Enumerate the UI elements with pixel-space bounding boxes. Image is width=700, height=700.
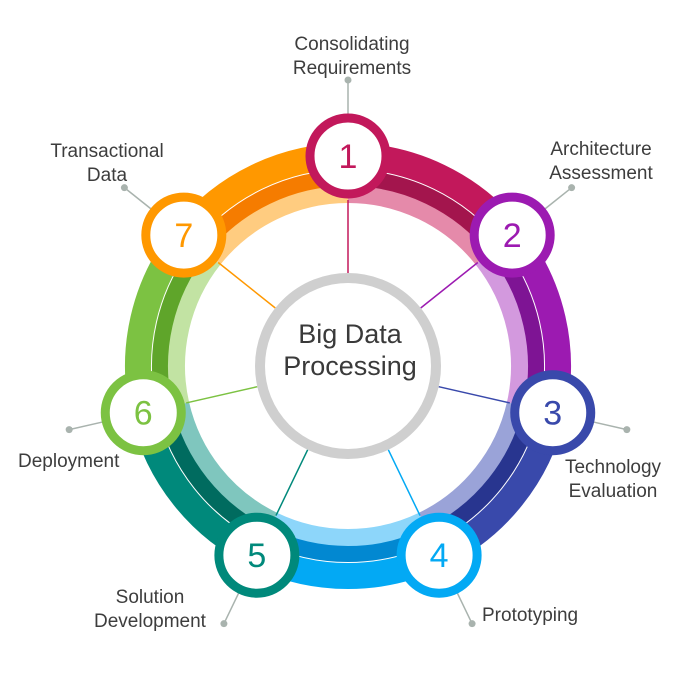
step-7-label: Transactional Data <box>34 140 180 188</box>
center-title: Big Data Processing <box>252 318 448 382</box>
step-node-7-circle <box>141 192 227 278</box>
pointer-dot-2 <box>568 184 576 192</box>
pointer-dot-6 <box>65 426 73 434</box>
step-2-label-line-1: Architecture <box>550 139 652 160</box>
step-node-3: 3 <box>510 370 596 456</box>
arc-light-5 <box>171 402 278 530</box>
arc-light-4 <box>269 512 427 547</box>
step-node-2: 2 <box>469 192 555 278</box>
step-7-label-line-2: Data <box>86 165 128 186</box>
step-node-7-number: 7 <box>174 217 193 255</box>
step-node-5-number: 5 <box>247 537 266 575</box>
pointer-dot-5 <box>220 620 228 628</box>
pointer-dot-1 <box>344 76 352 84</box>
step-node-3-number: 3 <box>543 395 562 433</box>
step-node-2-number: 2 <box>503 217 522 255</box>
pointer-line-2 <box>544 187 573 210</box>
step-node-1-number: 1 <box>339 138 358 176</box>
spoke-5 <box>275 449 309 516</box>
arc-light-1 <box>347 185 490 265</box>
step-node-5: 5 <box>214 512 300 598</box>
step-5-label-line-1: Solution <box>115 587 185 608</box>
arc-light-7 <box>206 185 349 265</box>
step-2-label: Architecture Assessment <box>533 138 669 186</box>
step-1-label: Consolidating Requirements <box>282 33 422 81</box>
step-node-3-circle <box>510 370 596 456</box>
step-node-4-circle <box>396 512 482 598</box>
step-node-1-circle <box>305 113 391 199</box>
center-title-line-2: Processing <box>283 351 417 381</box>
spoke-7 <box>217 261 276 309</box>
spokes <box>185 200 511 516</box>
pointer-dot-7 <box>120 184 128 192</box>
step-6-label: Deployment <box>18 450 119 474</box>
step-node-7: 7 <box>141 192 227 278</box>
pointer-line-7 <box>123 187 152 210</box>
pointer-line-5 <box>223 592 240 625</box>
pointer-line-6 <box>69 421 103 431</box>
pointer-dot-4 <box>468 620 476 628</box>
step-nodes: 1 2 3 4 5 6 7 <box>100 113 596 598</box>
pointer-dot-3 <box>623 426 631 434</box>
step-node-6-circle <box>100 370 186 456</box>
arc-light-2 <box>475 253 529 407</box>
step-3-label-line-2: Evaluation <box>568 481 658 502</box>
step-5-label: Solution Development <box>82 586 218 634</box>
step-1-label-line-1: Consolidating <box>294 34 410 55</box>
spoke-3 <box>438 385 511 404</box>
step-node-1: 1 <box>305 113 391 199</box>
step-node-4: 4 <box>396 512 482 598</box>
arc-light-3 <box>418 402 525 530</box>
step-1-label-line-2: Requirements <box>292 58 412 79</box>
center-title-line-1: Big Data <box>298 319 402 349</box>
step-node-4-number: 4 <box>430 537 449 575</box>
step-node-2-circle <box>469 192 555 278</box>
step-5-label-line-2: Development <box>94 611 206 632</box>
step-node-5-circle <box>214 512 300 598</box>
step-node-6: 6 <box>100 370 186 456</box>
step-7-label-line-1: Transactional <box>50 141 164 162</box>
label-pointers <box>65 76 631 628</box>
step-2-label-line-2: Assessment <box>549 163 653 184</box>
step-node-6-number: 6 <box>134 395 153 433</box>
arc-light-6 <box>167 253 221 407</box>
spoke-2 <box>420 261 479 309</box>
step-3-label: Technology Evaluation <box>548 456 678 504</box>
step-4-label: Prototyping <box>482 604 578 628</box>
spoke-6 <box>185 385 258 404</box>
pointer-line-3 <box>593 421 627 431</box>
step-4-label-line-1: Prototyping <box>482 605 579 626</box>
pointer-line-4 <box>456 592 473 625</box>
center-ring <box>255 273 441 459</box>
step-3-label-line-1: Technology <box>564 457 662 478</box>
spoke-4 <box>387 449 421 516</box>
step-6-label-line-1: Deployment <box>18 451 120 472</box>
